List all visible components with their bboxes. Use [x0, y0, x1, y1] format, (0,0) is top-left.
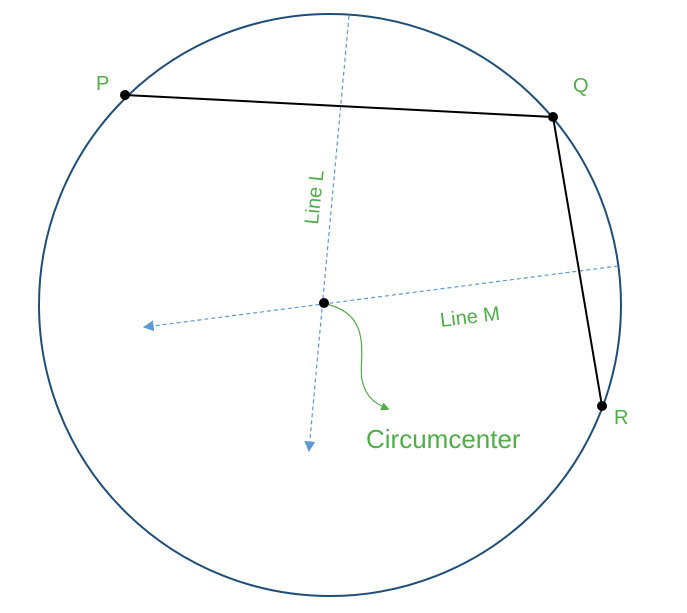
label-line-m: Line M [439, 303, 501, 332]
label-line-l: Line L [301, 169, 329, 226]
point-r [597, 401, 607, 411]
circumcenter-callout-arrow [325, 303, 390, 411]
line-l [304, 15, 350, 453]
label-r: R [614, 407, 628, 429]
point-q [548, 112, 558, 122]
line-m [142, 265, 619, 332]
label-p: P [96, 73, 109, 95]
point-p [120, 90, 130, 100]
label-circumcenter: Circumcenter [366, 424, 521, 454]
segment-pq [124, 94, 554, 118]
segment-qr [552, 116, 603, 407]
label-q: Q [573, 75, 589, 97]
circumcenter-point [319, 298, 329, 308]
circumcircle [38, 13, 622, 597]
